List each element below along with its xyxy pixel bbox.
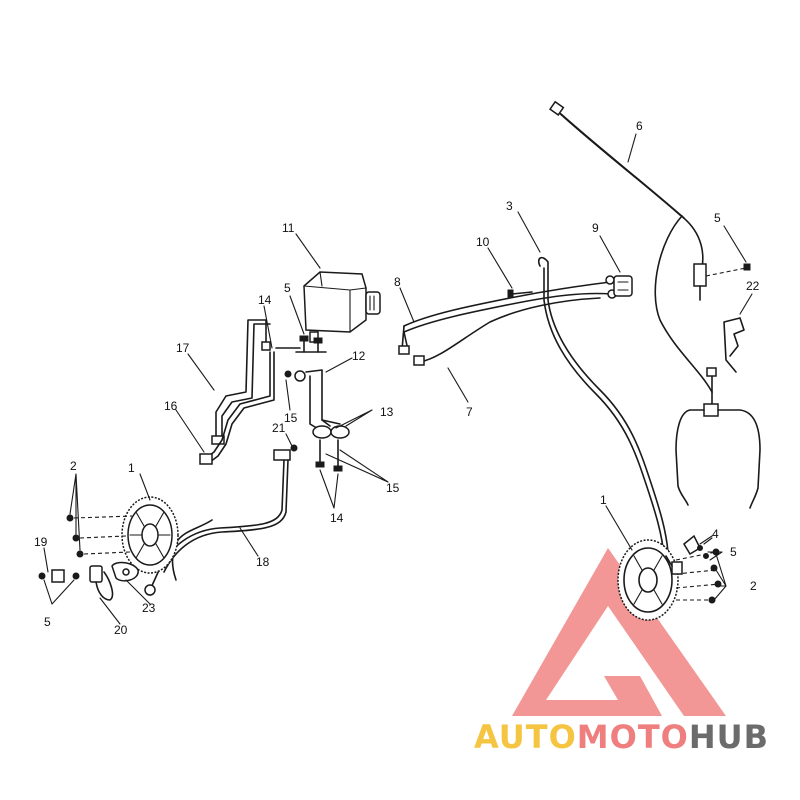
- callout-5: 5: [284, 281, 291, 295]
- callout-17: 17: [176, 341, 190, 355]
- callout-9: 9: [592, 221, 599, 235]
- bolts-2-left: [66, 473, 133, 558]
- callout-5: 5: [730, 545, 737, 559]
- callout-14: 14: [258, 293, 272, 307]
- callout-12: 12: [352, 349, 366, 363]
- watermark-auto: AUTO: [474, 718, 577, 756]
- callout-2: 2: [70, 459, 77, 473]
- brake-line-right-rear: [654, 215, 761, 509]
- callout-22: 22: [746, 279, 760, 293]
- callout-3: 3: [506, 199, 513, 213]
- callout-6: 6: [636, 119, 643, 133]
- bolt-5-top: [705, 263, 751, 277]
- callout-10: 10: [476, 235, 490, 249]
- callout-13: 13: [380, 405, 394, 419]
- callout-11: 11: [282, 221, 295, 235]
- wheel-rotor-1-left: [121, 496, 179, 574]
- callout-4: 4: [712, 527, 719, 541]
- clip-9: [613, 275, 633, 297]
- callout-14: 14: [330, 511, 344, 525]
- bolts-5-modulator: [295, 335, 327, 353]
- callout-5: 5: [714, 211, 721, 225]
- callout-15: 15: [386, 481, 400, 495]
- callout-21: 21: [272, 421, 286, 435]
- bolt-10: [507, 289, 533, 298]
- brake-line-6: [548, 100, 707, 301]
- callout-5: 5: [44, 615, 51, 629]
- block-19: [38, 569, 80, 605]
- watermark-hub: HUB: [688, 718, 770, 756]
- callout-18: 18: [256, 555, 270, 569]
- leader-lines: [43, 133, 753, 625]
- brake-line-7: [413, 297, 601, 366]
- callout-20: 20: [114, 623, 128, 637]
- watermark-triangle: [512, 548, 726, 716]
- watermark-logo: [512, 548, 726, 716]
- callout-23: 23: [142, 601, 156, 615]
- gasket-23: [111, 561, 139, 582]
- bolts-right: [665, 534, 727, 604]
- bracket-12: [284, 369, 350, 472]
- callout-15: 15: [284, 411, 298, 425]
- callout-19: 19: [34, 535, 48, 549]
- wheel-sensor-20: [89, 565, 114, 601]
- callout-1: 1: [600, 493, 607, 507]
- brake-line-3: [537, 256, 669, 557]
- abs-modulator-11: [303, 271, 381, 343]
- callout-labels: 6 3 5 10 9 11 22 8 5 14 12 17 7 15 13 16…: [34, 119, 760, 637]
- brake-line-14-17: [199, 319, 301, 465]
- callout-1: 1: [128, 461, 135, 475]
- callout-2: 2: [750, 579, 757, 593]
- bracket-22: [723, 317, 745, 373]
- wheel-rotor-1-right: [617, 539, 679, 621]
- callout-7: 7: [466, 405, 473, 419]
- watermark-moto: MOTO: [576, 718, 689, 756]
- callout-16: 16: [164, 399, 178, 413]
- callout-8: 8: [394, 275, 401, 289]
- watermark-wordmark: AUTOMOTOHUB: [474, 718, 769, 756]
